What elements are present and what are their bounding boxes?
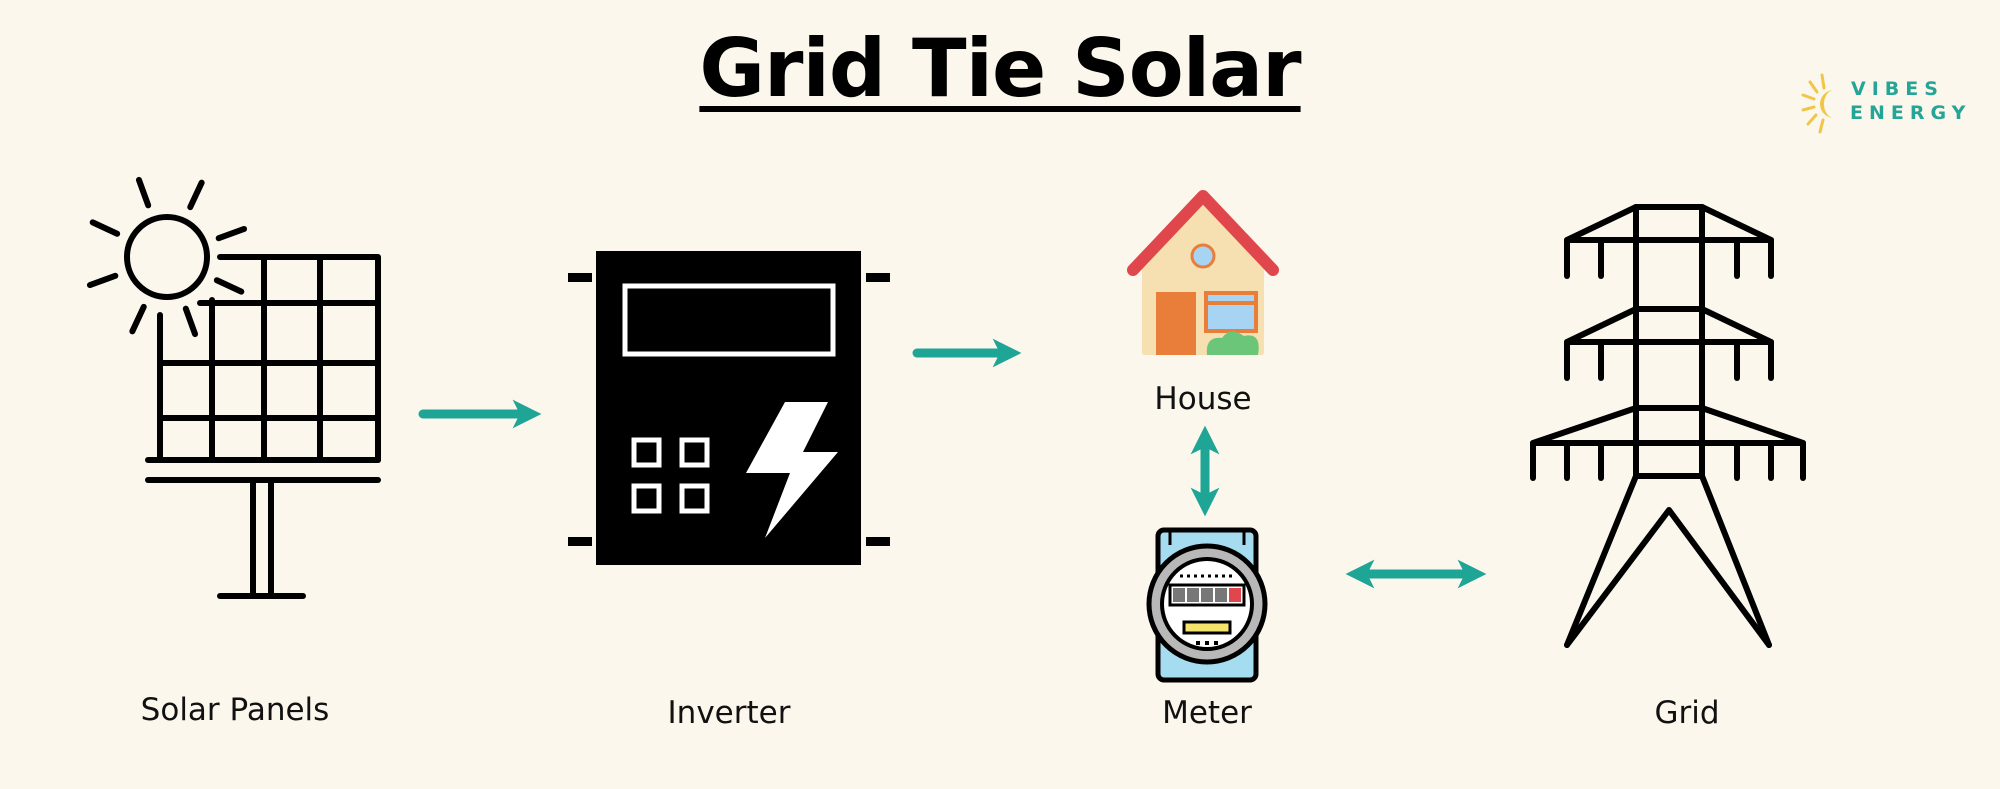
label-grid: Grid (1654, 695, 1720, 731)
inverter-icon (568, 251, 890, 565)
label-inverter: Inverter (667, 695, 791, 731)
flow-arrows (418, 338, 1487, 589)
label-house: House (1154, 381, 1252, 417)
solar-panel-icon (86, 176, 381, 599)
logo-text-line1: VIBES (1851, 78, 1944, 100)
label-solar-panels: Solar Panels (140, 692, 330, 728)
page-title: Grid Tie Solar (699, 22, 1301, 115)
brand-logo: VIBES ENERGY (1800, 70, 1980, 140)
transmission-tower-icon (1530, 204, 1806, 648)
label-meter: Meter (1162, 695, 1252, 731)
meter-icon (1146, 527, 1268, 683)
logo-text-line2: ENERGY (1850, 102, 1972, 124)
house-icon (1127, 190, 1279, 355)
sun-logo-icon (1801, 73, 1834, 134)
